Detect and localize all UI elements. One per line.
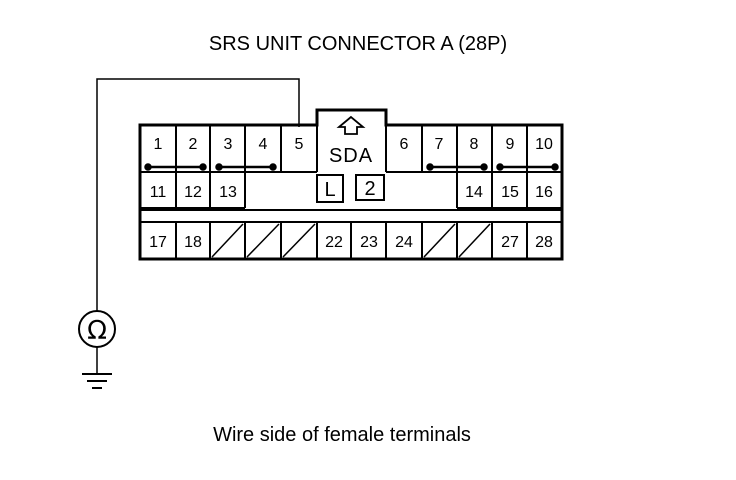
diagram-caption: Wire side of female terminals [213,424,471,446]
pin-9: 9 [506,136,515,153]
row1-pins: 1 2 3 4 5 6 7 8 9 10 [154,136,553,153]
empty-cavities [211,223,491,258]
pin-4: 4 [259,136,268,153]
ohm-symbol: Ω [87,316,107,346]
pin-10: 10 [535,136,553,153]
pin-3: 3 [224,136,233,153]
pin-8: 8 [470,136,479,153]
pin-13: 13 [219,184,237,201]
connector-label: SDA [329,145,373,167]
diagram-title: SRS UNIT CONNECTOR A (28P) [209,33,507,55]
pin-28: 28 [535,234,553,251]
test-wire [96,78,300,311]
row3-pins: 17 18 22 23 24 27 28 [149,234,553,251]
up-arrow-icon [336,115,366,135]
shorting-bars [144,163,559,171]
pin-6: 6 [400,136,409,153]
pin-1: 1 [154,136,163,153]
marker-2: 2 [364,178,375,200]
pin-2: 2 [189,136,198,153]
pin-17: 17 [149,234,167,251]
pin-14: 14 [465,184,483,201]
pin-15: 15 [501,184,519,201]
pin-23: 23 [360,234,378,251]
pin-24: 24 [395,234,413,251]
pin-7: 7 [435,136,444,153]
pin-22: 22 [325,234,343,251]
pin-27: 27 [501,234,519,251]
connector-markers: L 2 [316,174,385,203]
pin-12: 12 [184,184,202,201]
ohmmeter-icon: Ω [78,310,116,348]
pin-16: 16 [535,184,553,201]
marker-l: L [324,179,335,201]
row2-pins: 11 12 13 14 15 16 [150,184,553,201]
ground-icon [82,373,112,389]
pin-11: 11 [150,184,167,201]
connector-body [138,108,564,261]
pin-5: 5 [295,136,304,153]
pin-18: 18 [184,234,202,251]
